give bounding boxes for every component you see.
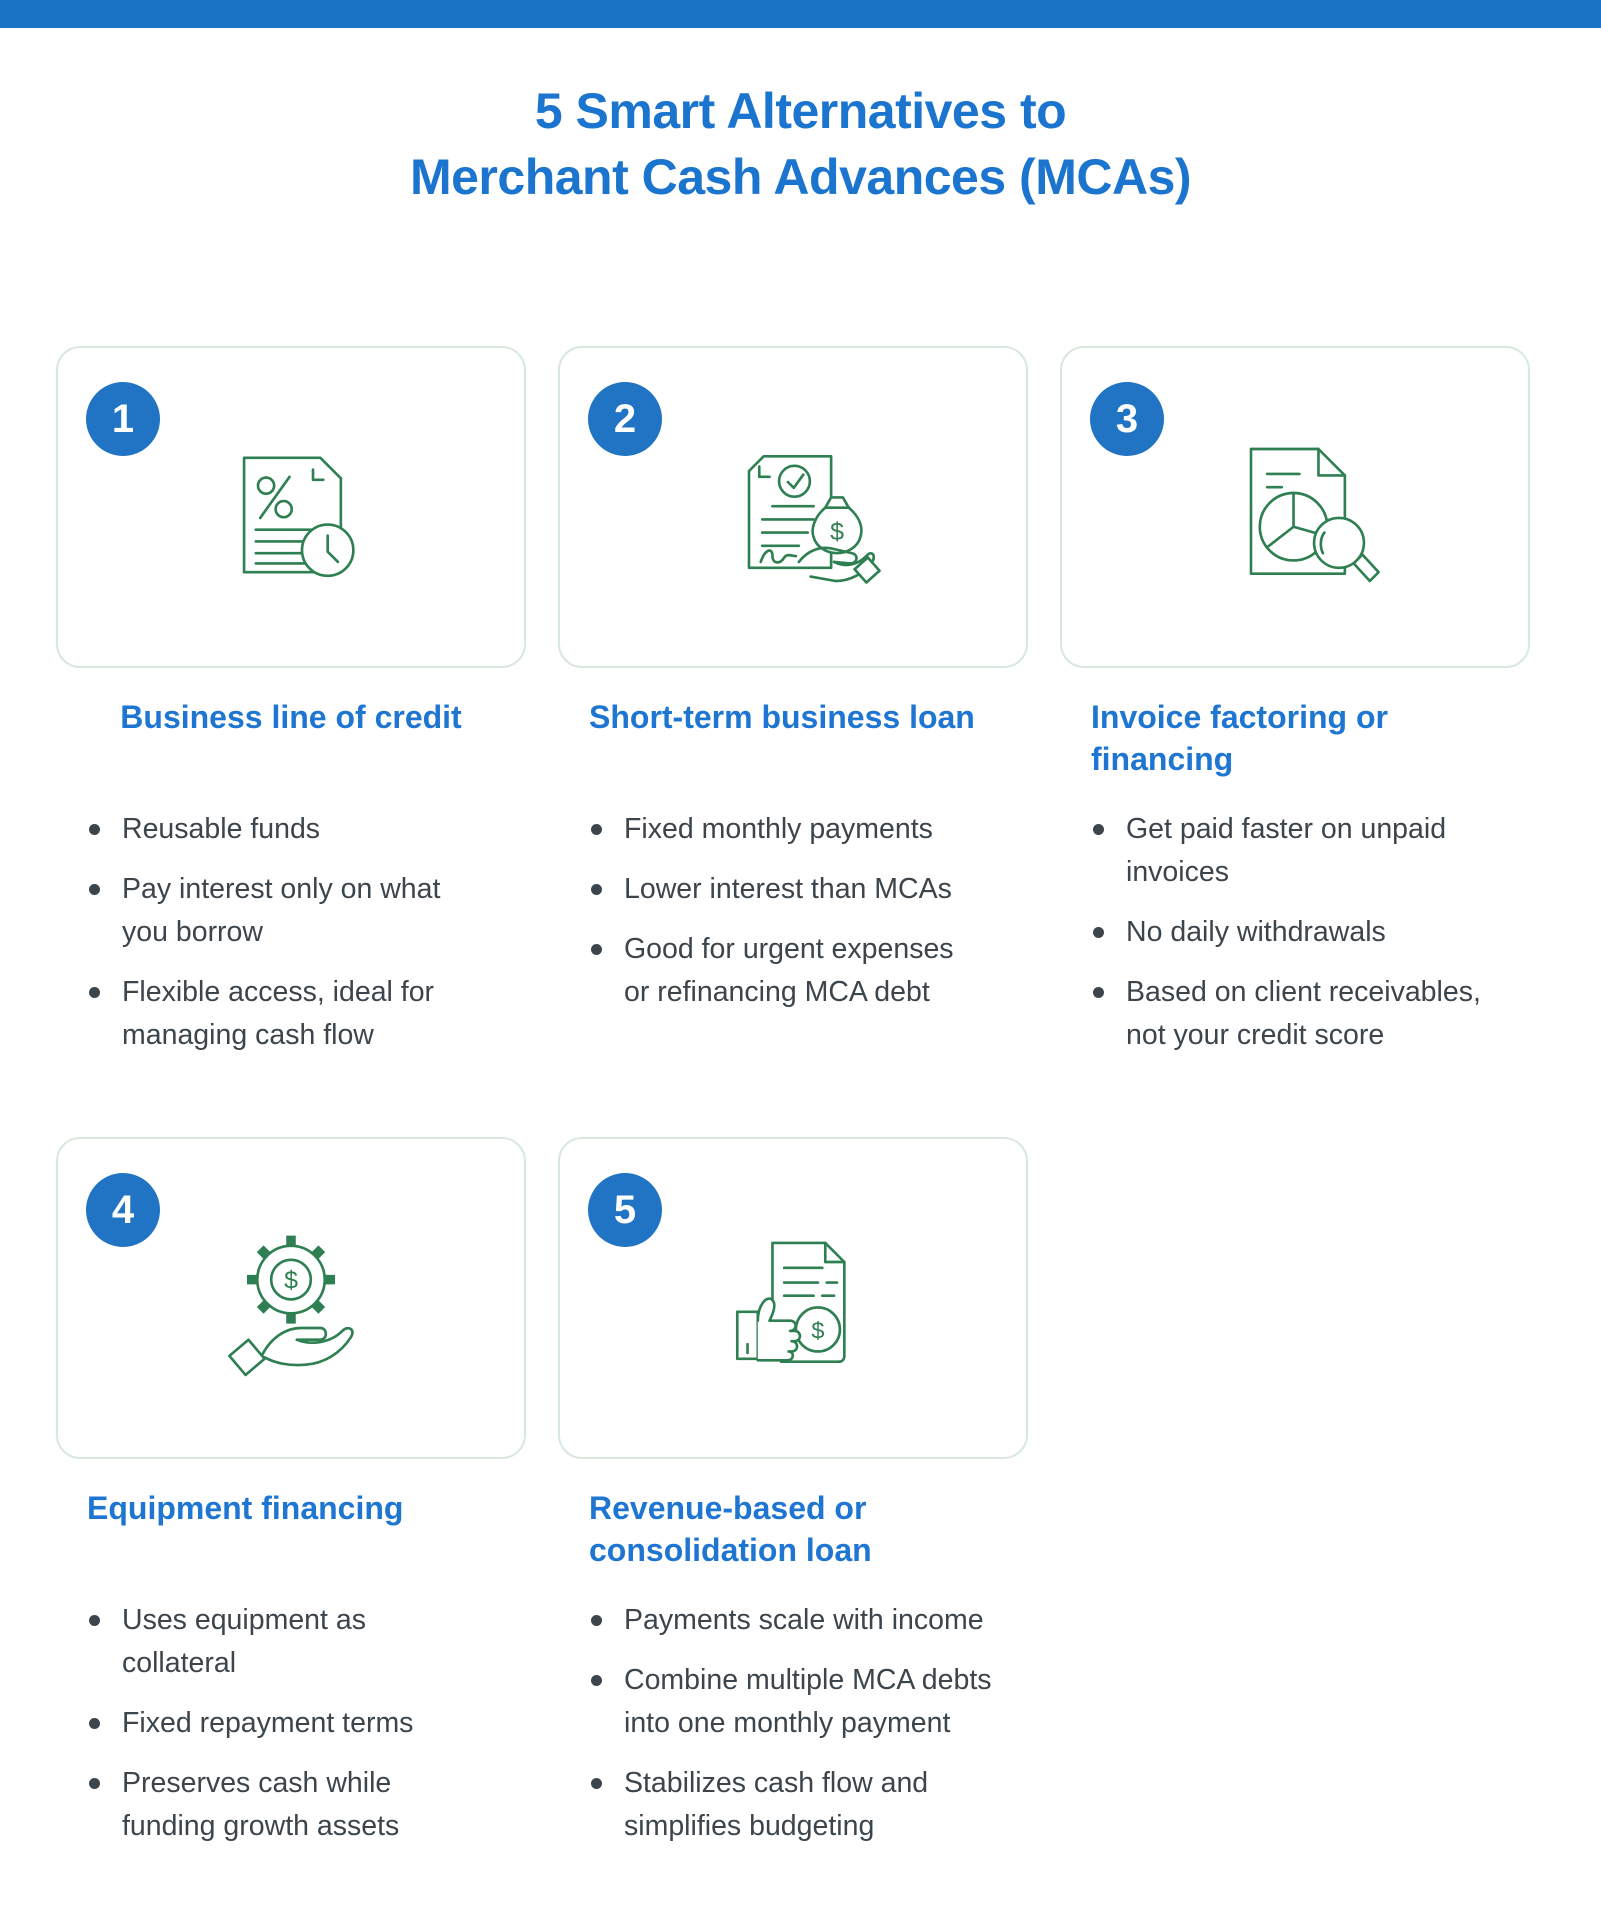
step-number: 4: [111, 1187, 135, 1232]
document-thumbs-up-dollar-icon: $: [705, 1218, 881, 1394]
card-title: Business line of credit: [120, 699, 462, 735]
card-short-term-business-loan: 2: [558, 346, 1028, 668]
card-equipment-financing: 4 $: [56, 1137, 526, 1459]
bullet-point: Get paid faster on unpaid invoices: [1091, 808, 1506, 894]
bullet-point: Uses equipment as collateral: [87, 1599, 502, 1685]
bullet-point: Fixed monthly payments: [589, 808, 1004, 851]
step-badge-5: 5: [588, 1173, 662, 1247]
step-badge-1: 1: [86, 382, 160, 456]
top-accent-bar: [0, 0, 1601, 28]
svg-text:$: $: [284, 1266, 298, 1294]
card-business-line-of-credit: 1: [56, 346, 526, 668]
details-row-1: Business line of credit Reusable funds P…: [56, 696, 1530, 1074]
cards-row-1: 1 2: [56, 346, 1530, 668]
details-equipment-financing: Equipment financing Uses equipment as co…: [56, 1487, 526, 1865]
card-title: Short-term business loan: [589, 699, 975, 735]
bullet-list: Uses equipment as collateral Fixed repay…: [87, 1599, 502, 1848]
bullet-point: Reusable funds: [87, 808, 502, 851]
bullet-point: Preserves cash while funding growth asse…: [87, 1762, 502, 1848]
cards-row-2: 4 $: [56, 1137, 1530, 1459]
approved-contract-money-bag-icon: $: [705, 427, 881, 603]
bullet-point: Fixed repayment terms: [87, 1702, 502, 1745]
card-title: Equipment financing: [87, 1490, 404, 1526]
hand-holding-gear-dollar-icon: $: [203, 1218, 379, 1394]
step-badge-2: 2: [588, 382, 662, 456]
card-title: Revenue-based or consolidation loan: [589, 1490, 872, 1568]
bullet-point: No daily withdrawals: [1091, 911, 1506, 954]
step-number: 1: [111, 396, 135, 441]
step-badge-4: 4: [86, 1173, 160, 1247]
bullet-list: Reusable funds Pay interest only on what…: [87, 808, 502, 1057]
bullet-point: Payments scale with income: [589, 1599, 1004, 1642]
bullet-point: Combine multiple MCA debts into one mont…: [589, 1659, 1004, 1745]
details-revenue-based-loan: Revenue-based or consolidation loan Paym…: [558, 1487, 1028, 1865]
details-business-line-of-credit: Business line of credit Reusable funds P…: [56, 696, 526, 1074]
bullet-list: Payments scale with income Combine multi…: [589, 1599, 1004, 1848]
invoice-pie-chart-magnifier-icon: [1207, 427, 1383, 603]
step-number: 3: [1115, 396, 1139, 441]
svg-text:$: $: [811, 1317, 824, 1343]
bullet-point: Based on client receivables, not your cr…: [1091, 971, 1506, 1057]
card-revenue-based-loan: 5 $: [558, 1137, 1028, 1459]
card-invoice-factoring: 3: [1060, 346, 1530, 668]
page-title: 5 Smart Alternatives to Merchant Cash Ad…: [409, 83, 1192, 205]
details-row-2: Equipment financing Uses equipment as co…: [56, 1487, 1530, 1865]
bullet-point: Good for urgent expenses or refinancing …: [589, 928, 1004, 1014]
bullet-point: Flexible access, ideal for managing cash…: [87, 971, 502, 1057]
step-badge-3: 3: [1090, 382, 1164, 456]
details-short-term-business-loan: Short-term business loan Fixed monthly p…: [558, 696, 1028, 1074]
bullet-point: Pay interest only on what you borrow: [87, 868, 502, 954]
bullet-point: Stabilizes cash flow and simplifies budg…: [589, 1762, 1004, 1848]
details-invoice-factoring: Invoice factoring or financing Get paid …: [1060, 696, 1530, 1074]
step-number: 5: [613, 1187, 637, 1232]
bullet-point: Lower interest than MCAs: [589, 868, 1004, 911]
step-number: 2: [613, 396, 637, 441]
bullet-list: Fixed monthly payments Lower interest th…: [589, 808, 1004, 1014]
infographic-content: 1 2: [56, 346, 1530, 1865]
svg-text:$: $: [830, 518, 844, 546]
card-title: Invoice factoring or financing: [1091, 699, 1388, 777]
document-percent-clock-icon: [203, 427, 379, 603]
bullet-list: Get paid faster on unpaid invoices No da…: [1091, 808, 1506, 1057]
